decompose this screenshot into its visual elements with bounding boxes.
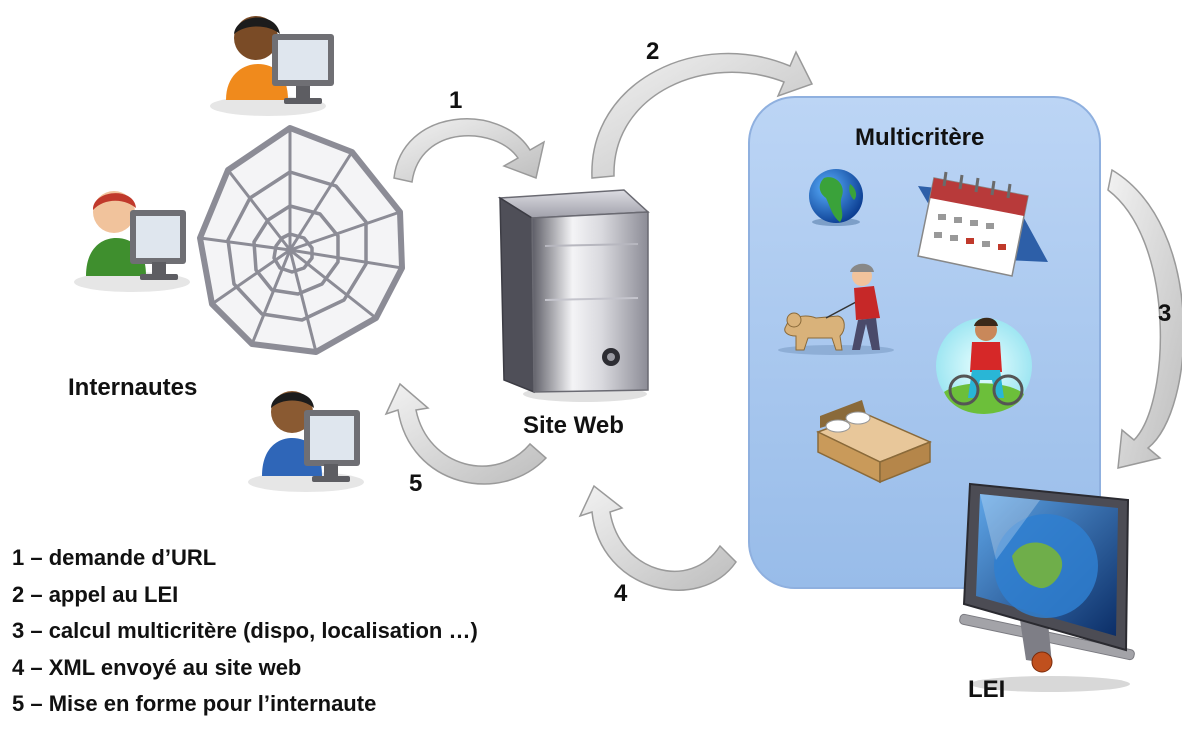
user-blue-icon <box>248 391 364 492</box>
legend-item-4: 4 – XML envoyé au site web <box>12 654 302 680</box>
lei-monitor-icon <box>959 482 1135 692</box>
step-2-number: 2 <box>646 38 660 65</box>
legend-item-3: 3 – calcul multicritère (dispo, localisa… <box>12 618 478 643</box>
wheelchair-icon <box>936 317 1032 414</box>
step-4-number: 4 <box>614 580 628 607</box>
server-label: Site Web <box>523 412 624 439</box>
users-label: Internautes <box>68 374 198 401</box>
legend-item-1: 1 – demande d’URL <box>12 545 217 570</box>
bed-icon <box>816 400 932 484</box>
arrow-1 <box>393 118 546 183</box>
user-green-icon <box>74 191 190 292</box>
arrow-2 <box>591 50 814 179</box>
calendar-icon <box>917 171 1048 277</box>
server-tower-icon <box>497 189 650 402</box>
panel-title: Multicritère <box>855 124 985 151</box>
step-3-number: 3 <box>1158 300 1172 327</box>
legend-item-2: 2 – appel au LEI <box>12 581 179 607</box>
dog-walker-icon <box>778 263 894 355</box>
arrow-5 <box>384 382 548 485</box>
legend-item-5: 5 – Mise en forme pour l’internaute <box>12 691 377 716</box>
arrow-3 <box>1107 168 1182 469</box>
steps-legend: 1 – demande d’URL 2 – appel au LEI 3 – c… <box>12 540 478 723</box>
user-orange-icon <box>210 16 334 116</box>
step-1-number: 1 <box>449 87 463 114</box>
step-5-number: 5 <box>409 470 423 497</box>
globe-icon <box>809 169 863 226</box>
lei-label: LEI <box>968 676 1006 703</box>
arrow-4 <box>578 484 737 591</box>
spider-web-icon <box>197 125 405 355</box>
